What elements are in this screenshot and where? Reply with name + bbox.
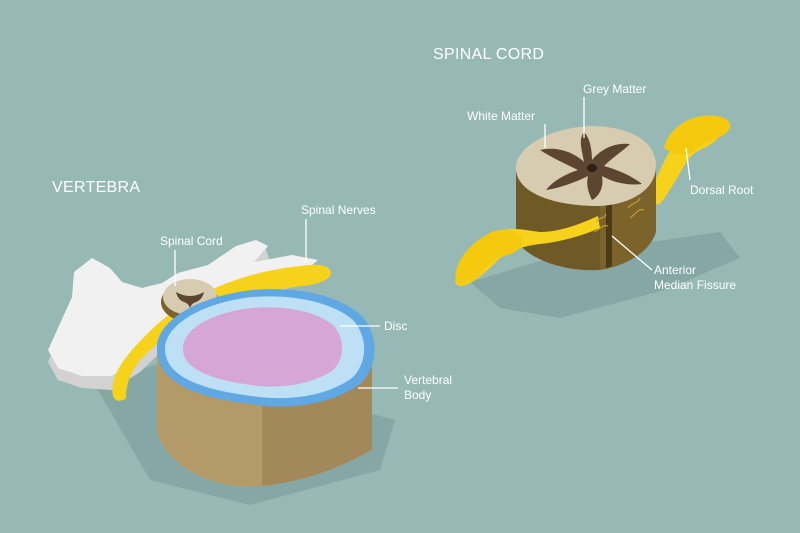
spinal-cord-illustration xyxy=(455,115,740,318)
label-vertebral-body-line1: Vertebral xyxy=(404,373,453,387)
label-vertebral-body: Vertebral Body xyxy=(404,373,452,403)
label-vertebral-body-line2: Body xyxy=(404,388,432,402)
leader-dorsal-root xyxy=(685,147,691,181)
spinal-nerves-band xyxy=(112,264,331,401)
label-white-matter: White Matter xyxy=(467,109,536,123)
ventral-root-ganglion xyxy=(455,229,523,285)
vertebra-illustration xyxy=(48,240,395,505)
nerve-fibers-right xyxy=(627,197,645,219)
label-spinal-nerves: Spinal Nerves xyxy=(301,203,376,217)
leader-anterior-median-fissure xyxy=(611,235,653,271)
spinal-cord-title: SPINAL CORD xyxy=(433,46,545,63)
label-anterior-median-fissure-line2: Median Fissure xyxy=(654,278,737,292)
label-spinal-cord: Spinal Cord xyxy=(160,234,223,248)
label-anterior-median-fissure: Anterior Median Fissure xyxy=(654,263,736,293)
dorsal-root-ganglion xyxy=(664,115,731,155)
label-grey-matter: Grey Matter xyxy=(583,82,647,96)
label-anterior-median-fissure-line1: Anterior xyxy=(654,263,697,277)
leader-lines xyxy=(174,97,691,389)
vertebra-title: VERTEBRA xyxy=(52,179,141,196)
ventral-root-nerve xyxy=(455,216,600,286)
spinal-cord-shadow xyxy=(470,232,740,318)
label-dorsal-root: Dorsal Root xyxy=(690,183,754,197)
disc-nucleus xyxy=(182,307,343,387)
central-canal xyxy=(587,164,597,172)
nerve-fibers-left xyxy=(593,213,609,233)
label-disc: Disc xyxy=(384,319,408,333)
anterior-median-fissure-groove xyxy=(606,198,612,268)
